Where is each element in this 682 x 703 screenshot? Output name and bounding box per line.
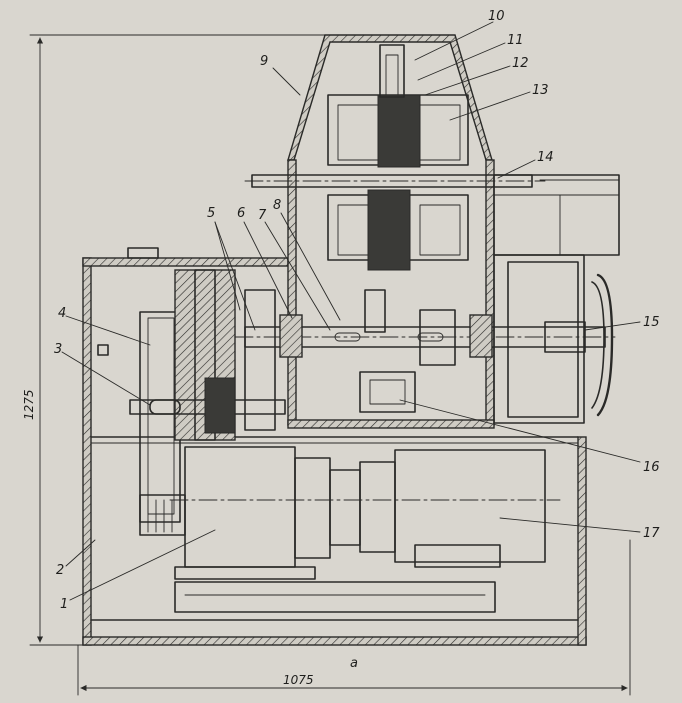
main-shaft [234, 309, 616, 366]
figure-caption: a [350, 656, 358, 671]
callout-11: 11 [507, 33, 524, 48]
callout-7: 7 [258, 208, 267, 223]
small-motor [359, 289, 416, 413]
callout-4: 4 [58, 306, 66, 321]
upper-shaft [244, 174, 546, 188]
callout-13: 13 [532, 83, 549, 98]
callout-15: 15 [643, 315, 660, 330]
width-dimension [77, 539, 631, 696]
upper-clutch-pack [327, 44, 469, 168]
callout-17: 17 [643, 526, 660, 541]
upper-housing [287, 34, 620, 429]
leader-lines [61, 21, 641, 601]
hand-wheel [591, 273, 614, 417]
callout-9: 9 [260, 54, 268, 69]
callout-6: 6 [237, 206, 245, 221]
callout-14: 14 [537, 150, 554, 165]
pulley-assembly [129, 269, 286, 536]
motor-base [174, 566, 496, 613]
lower-clutch-pack [327, 189, 469, 271]
electric-motor [169, 446, 561, 568]
callout-1: 1 [60, 597, 68, 612]
callout-12: 12 [512, 56, 529, 71]
callout-10: 10 [488, 9, 505, 24]
callout-3: 3 [54, 342, 62, 357]
callout-5: 5 [207, 206, 215, 221]
callout-8: 8 [273, 198, 281, 213]
base-cabinet [82, 247, 587, 646]
callout-16: 16 [643, 460, 660, 475]
callout-2: 2 [56, 563, 64, 578]
width-dimension-label: 1075 [283, 673, 314, 687]
height-dimension-label: 1275 [22, 389, 36, 420]
